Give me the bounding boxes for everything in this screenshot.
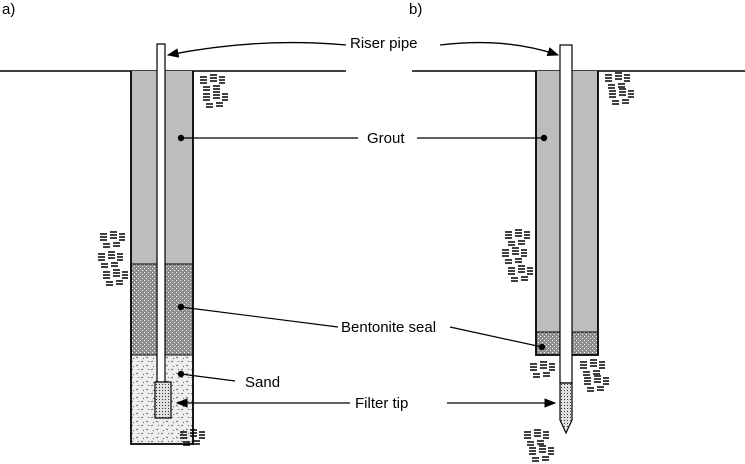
panel-label-a: a) [2,1,15,18]
filter-tip-a [155,382,171,418]
leader-bentonite-a [181,307,338,327]
label-bentonite-seal: Bentonite seal [341,319,436,336]
label-riser-pipe: Riser pipe [350,35,418,52]
arrow-riser-pipe-a [168,43,346,55]
arrow-riser-pipe-b [440,43,558,55]
borehole-a [131,44,193,444]
label-sand: Sand [245,374,280,391]
riser-pipe-b [560,45,572,383]
bentonite-dot-b [539,344,545,350]
filter-tip-b [560,383,572,433]
grout-dot-a [178,135,184,141]
bentonite-dot-a [178,304,184,310]
panel-label-b: b) [409,1,422,18]
label-grout: Grout [367,130,405,147]
leader-bentonite-b [450,327,542,347]
label-filter-tip: Filter tip [355,395,408,412]
sand-dot [178,371,184,377]
grout-dot-b [541,135,547,141]
riser-pipe-a [157,44,165,382]
